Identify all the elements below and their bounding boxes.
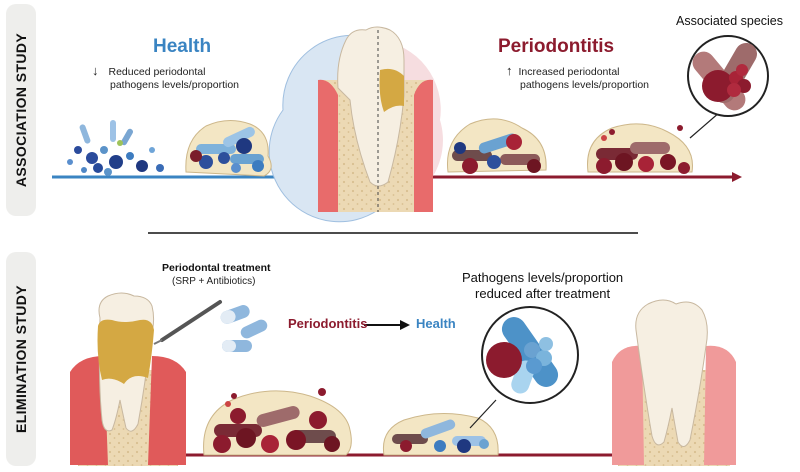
treatment-subtitle: (SRP + Antibiotics) xyxy=(172,276,256,287)
elimination-study-label: ELIMINATION STUDY xyxy=(6,252,36,466)
diseased-tooth xyxy=(70,292,186,466)
perio-desc-line2: pathogens levels/proportion xyxy=(520,79,650,91)
health-bacteria-scatter xyxy=(67,120,164,176)
axis-arrowhead xyxy=(732,172,742,182)
associated-species-magnifier xyxy=(687,35,769,139)
transition-from-label: Periodontitis xyxy=(288,316,368,331)
increase-arrow-icon: ↑ xyxy=(506,63,513,78)
perio-desc-line1: Increased periodontal xyxy=(518,66,620,78)
periodontitis-description: ↑ Increased periodontal pathogens levels/… xyxy=(506,64,649,92)
pretreatment-biofilm xyxy=(203,388,352,456)
decrease-arrow-icon: ↓ xyxy=(92,63,99,78)
periodontitis-biofilm xyxy=(446,118,547,174)
health-biofilm xyxy=(185,120,272,177)
transition-arrow xyxy=(364,320,410,330)
transition-to-label: Health xyxy=(416,316,456,331)
association-study-label: ASSOCIATION STUDY xyxy=(6,4,36,216)
associated-species-title: Associated species xyxy=(676,14,784,28)
antibiotic-pills-icon xyxy=(220,305,268,352)
reduced-pathogens-magnifier xyxy=(469,306,579,429)
result-description: Pathogens levels/proportion reduced afte… xyxy=(462,270,623,302)
comparison-tooth xyxy=(268,26,443,223)
result-line2: reduced after treatment xyxy=(475,286,611,301)
curette-instrument-icon xyxy=(153,300,222,345)
health-desc-line2: pathogens levels/proportion xyxy=(110,79,240,91)
health-title: Health xyxy=(153,36,212,57)
health-desc-line1: Reduced periodontal xyxy=(108,66,206,78)
posttreatment-biofilm xyxy=(382,412,499,456)
health-description: ↓ Reduced periodontal pathogens levels/pr… xyxy=(92,64,239,92)
treatment-title: Periodontal treatment xyxy=(162,262,271,274)
periodontitis-biofilm-severe xyxy=(587,123,693,174)
result-line1: Pathogens levels/proportion xyxy=(462,270,624,285)
periodontitis-title: Periodontitis xyxy=(498,36,615,57)
healthy-tooth xyxy=(612,299,736,466)
